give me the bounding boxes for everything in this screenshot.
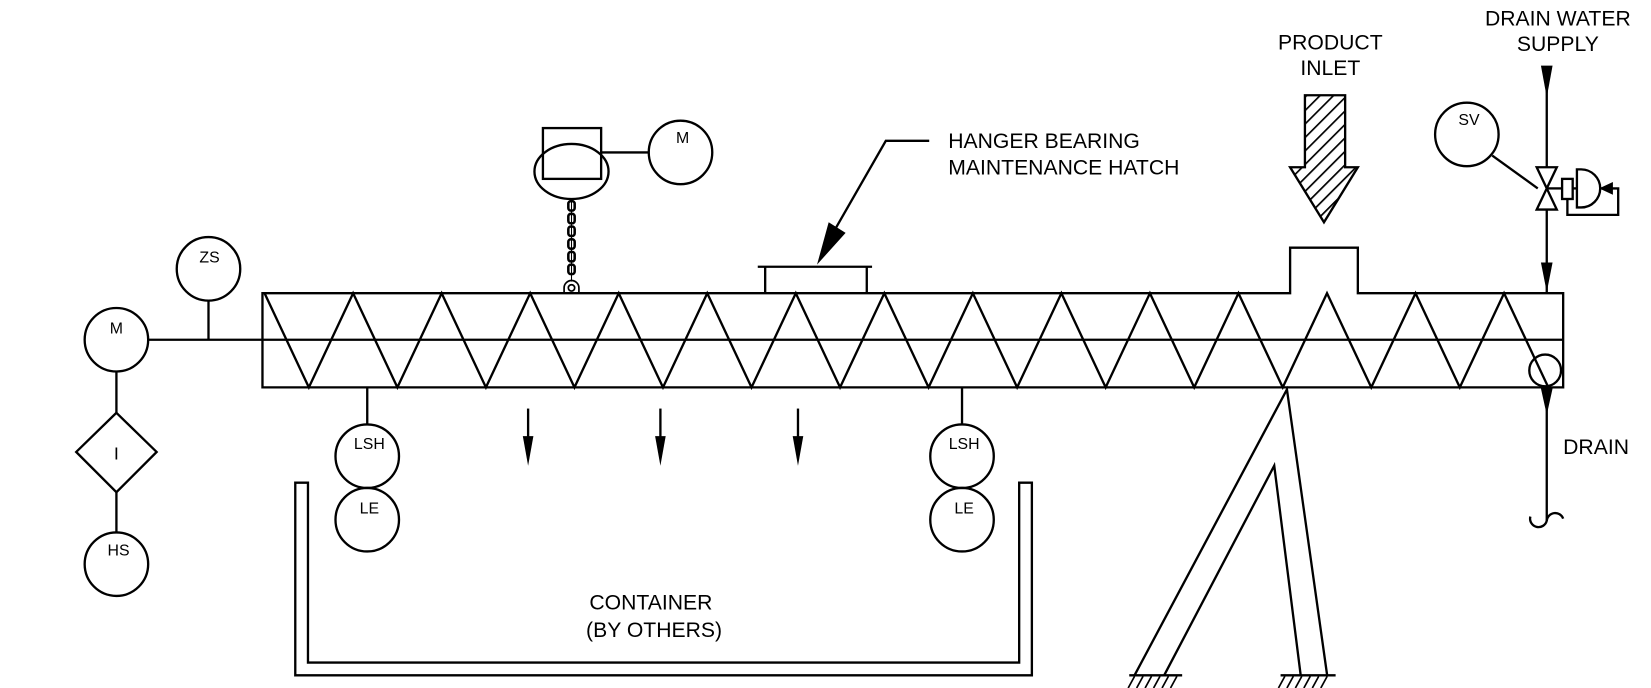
- level-switch-right-bubble[interactable]: [929, 423, 995, 490]
- drain-outlet: DRAIN: [1528, 387, 1629, 529]
- drain-flow-arrow-icon: [1540, 388, 1553, 415]
- level-element-left-bubble[interactable]: [334, 486, 401, 553]
- hoist-motor-bubble[interactable]: [647, 119, 714, 186]
- level-instruments-right: LSH LE: [929, 387, 995, 553]
- maintenance-hatch: HANGER BEARING MAINTENANCE HATCH: [757, 130, 1179, 294]
- product-inlet-label-line1: PRODUCT: [1278, 32, 1383, 55]
- discharge-arrow-head: [792, 436, 804, 466]
- discharge-arrow-head: [655, 436, 666, 466]
- ground-hatching: [1127, 675, 1328, 688]
- level-element-right-tag: LE: [954, 500, 973, 517]
- hatch-leader-line: [835, 139, 930, 229]
- level-element-left-tag: LE: [360, 500, 379, 517]
- supply-flow-arrow-icon: [1540, 65, 1553, 98]
- product-inlet-arrow-icon: [1288, 94, 1360, 225]
- hoist-motor-tag: M: [676, 130, 689, 147]
- discharge-arrow-head: [522, 436, 534, 466]
- container: CONTAINER (BY OTHERS): [294, 481, 1034, 677]
- support-leg-inner: [1163, 461, 1302, 676]
- screw-conveyor: [261, 246, 1565, 391]
- drain-water-supply: DRAIN WATER SUPPLY SV: [1433, 7, 1631, 294]
- ground-hatch-mark: [1320, 675, 1328, 688]
- support-leg-outer: [1133, 385, 1329, 676]
- level-element-right-bubble[interactable]: [929, 486, 995, 553]
- discharge-arrows: [522, 408, 804, 466]
- speed-switch-bubble[interactable]: [175, 235, 242, 302]
- ground-hatch-mark: [1152, 675, 1161, 688]
- container-label-line1: CONTAINER: [589, 592, 712, 615]
- ground-hatch-mark: [1135, 675, 1144, 688]
- solenoid-signal-line: [1491, 154, 1539, 190]
- hatch-label-line1: HANGER BEARING: [948, 130, 1140, 153]
- drain-trap-icon: [1528, 511, 1565, 529]
- solenoid-valve-bubble[interactable]: [1433, 101, 1500, 168]
- interlock-tag: I: [114, 443, 119, 463]
- container-outline[interactable]: [294, 481, 1034, 677]
- hand-switch-tag: HS: [108, 543, 130, 560]
- hoist-shackle-pin: [567, 283, 576, 292]
- drive-motor-group: M ZS I HS: [74, 235, 1564, 598]
- ground-hatch-mark: [1169, 675, 1178, 688]
- level-instruments-left: LSH LE: [334, 387, 401, 553]
- screw-flights: [263, 290, 1550, 391]
- valve-actuator-box: [1560, 177, 1574, 201]
- ground-hatch-mark: [1127, 675, 1136, 688]
- supply-inlet-arrow-icon: [1540, 262, 1553, 293]
- drain-label: DRAIN: [1563, 436, 1629, 459]
- support-stand: [1127, 385, 1336, 688]
- product-inlet: PRODUCT INLET: [1278, 32, 1383, 225]
- ground-hatch-mark: [1303, 675, 1311, 688]
- product-inlet-label-line2: INLET: [1300, 57, 1360, 80]
- valve-pilot-arrow-icon: [1599, 182, 1613, 195]
- ground-hatch-mark: [1277, 675, 1286, 688]
- drive-motor-bubble[interactable]: [83, 306, 150, 373]
- hoist-drum: [533, 142, 610, 201]
- speed-switch-tag: ZS: [199, 249, 219, 266]
- hand-switch-bubble[interactable]: [83, 531, 150, 598]
- level-switch-left-bubble[interactable]: [334, 423, 401, 490]
- ground-hatch-mark: [1311, 675, 1320, 688]
- hatch-leader-arrowhead: [817, 222, 846, 265]
- solenoid-valve-tag: SV: [1458, 112, 1480, 129]
- drain-water-label-line1: DRAIN WATER: [1485, 7, 1631, 30]
- container-label-line2: (BY OTHERS): [586, 619, 722, 642]
- level-switch-right-tag: LSH: [949, 436, 980, 453]
- valve-diaphragm-icon: [1575, 168, 1602, 209]
- hoist-group: M: [533, 119, 714, 294]
- level-switch-left-tag: LSH: [354, 436, 385, 453]
- hoist-chain: [567, 198, 576, 282]
- hoist-shackle: [563, 279, 580, 294]
- conveyor-trough[interactable]: [261, 246, 1565, 389]
- ground-hatch-mark: [1161, 675, 1170, 688]
- drive-motor-tag: M: [110, 320, 123, 337]
- ground-hatch-mark: [1144, 675, 1153, 688]
- hatch-label-line2: MAINTENANCE HATCH: [948, 157, 1179, 180]
- end-bearing-icon: [1528, 353, 1563, 388]
- hoist-gearbox[interactable]: [541, 126, 603, 181]
- screw-flight-zigzag: [263, 290, 1550, 391]
- ground-hatch-mark: [1294, 675, 1303, 688]
- ground-hatch-mark: [1286, 675, 1295, 688]
- drain-water-label-line2: SUPPLY: [1517, 33, 1599, 56]
